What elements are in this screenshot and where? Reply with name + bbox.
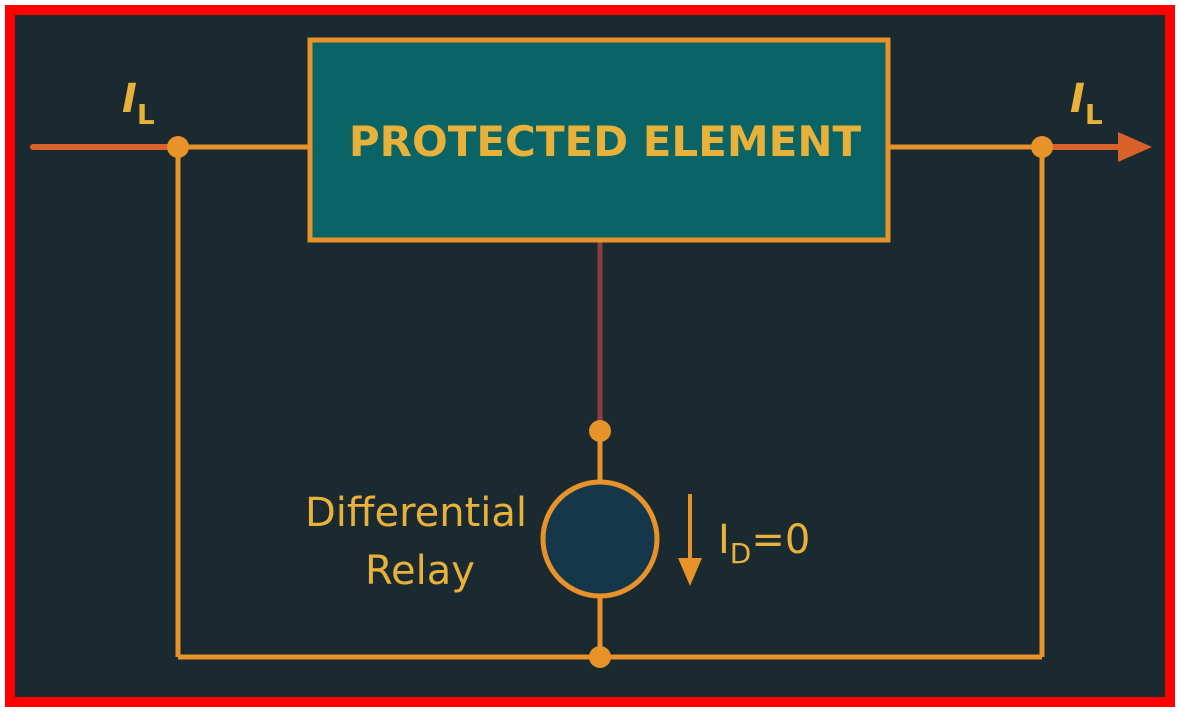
current-in-label: IL <box>122 76 155 131</box>
diff-current-arrow-icon <box>678 558 702 586</box>
relay-label-line2: Relay <box>365 548 475 594</box>
diff-current-symbol: I <box>718 517 730 563</box>
junction-right <box>1031 136 1053 158</box>
relay-label-line1: Differential <box>305 490 527 536</box>
diff-current-subscript: D <box>730 537 752 570</box>
junction-left <box>167 136 189 158</box>
current-in-symbol: I <box>122 76 137 122</box>
diff-current-value: =0 <box>751 517 810 563</box>
protected-element-box <box>307 37 891 243</box>
protected-element-label: PROTECTED ELEMENT <box>349 117 862 166</box>
junction-bottom <box>589 646 611 668</box>
current-out-label: IL <box>1070 76 1103 131</box>
junction-relay-top <box>589 420 611 442</box>
current-in-subscript: L <box>137 98 155 131</box>
current-out-symbol: I <box>1070 76 1085 122</box>
diff-current-label: ID=0 <box>718 517 810 570</box>
current-out-subscript: L <box>1085 98 1103 131</box>
arrowhead-right-icon <box>1118 132 1152 162</box>
differential-relay-coil <box>540 479 660 599</box>
